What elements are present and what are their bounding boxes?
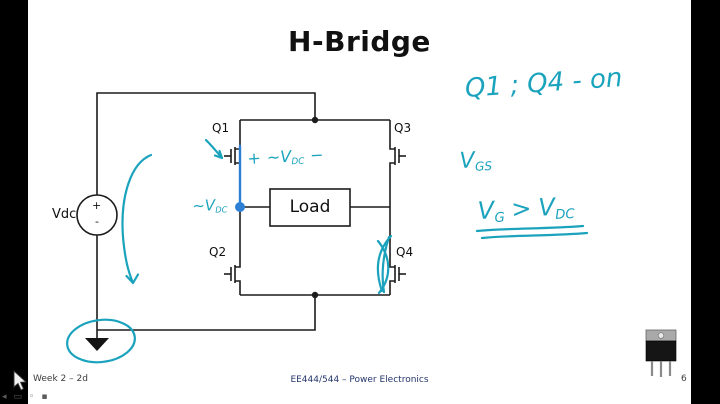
footer-course: EE444/544 – Power Electronics bbox=[290, 375, 429, 385]
tilde-v: ~V bbox=[192, 196, 216, 215]
ink-note-vdc-node: ~VDC bbox=[192, 196, 228, 216]
toolbar-menu-icon[interactable]: ▭ bbox=[13, 392, 23, 402]
load-label: Load bbox=[289, 197, 331, 217]
greater-than: > bbox=[510, 194, 533, 224]
mouse-cursor-icon bbox=[13, 369, 28, 391]
label-q3: Q3 bbox=[394, 121, 412, 135]
ink-note-vg-gt-vdc: VG>VDC bbox=[477, 192, 575, 227]
plus-sign: + bbox=[247, 148, 262, 168]
minus-sign: − bbox=[309, 145, 324, 165]
label-q1: Q1 bbox=[212, 121, 230, 135]
source-minus-sign: - bbox=[95, 215, 99, 228]
slide-background bbox=[28, 0, 691, 404]
source-plus-sign: + bbox=[92, 199, 102, 212]
vdc-sub: DC bbox=[215, 204, 228, 215]
vg-sub: G bbox=[494, 210, 506, 227]
label-q2: Q2 bbox=[209, 245, 227, 259]
source-label: Vdc bbox=[52, 207, 77, 222]
tilde-v: ~V bbox=[266, 146, 292, 167]
toolbar-pen-icon[interactable]: ◦ bbox=[29, 392, 35, 402]
vdc-base: V bbox=[537, 192, 556, 222]
toolbar-marker-icon[interactable]: ▪ bbox=[41, 392, 48, 402]
vg-base: V bbox=[477, 196, 495, 225]
vdc-sub: DC bbox=[291, 156, 305, 168]
page-number: 6 bbox=[681, 374, 687, 384]
label-q4: Q4 bbox=[396, 245, 414, 259]
vgs-base: V bbox=[459, 148, 476, 174]
annotation-toolbar: ◂ ▭ ◦ ▪ bbox=[2, 392, 47, 402]
vdc-sub: DC bbox=[554, 206, 575, 223]
toolbar-back-icon[interactable]: ◂ bbox=[2, 392, 7, 402]
ink-note-vdc-across-q1: +~VDC− bbox=[247, 145, 324, 170]
ink-note-vgs: VGS bbox=[459, 147, 492, 174]
slide-title: H-Bridge bbox=[288, 25, 431, 58]
vgs-sub: GS bbox=[474, 158, 493, 174]
footer-week: Week 2 – 2d bbox=[33, 374, 88, 384]
